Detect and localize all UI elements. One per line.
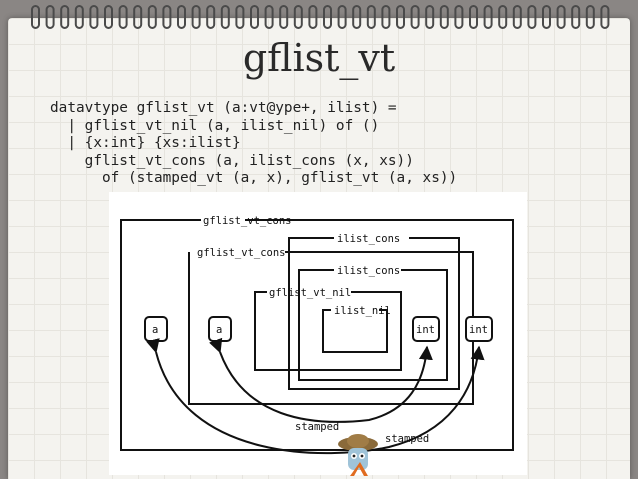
- binding-ring: [382, 6, 389, 28]
- binding-ring: [90, 6, 97, 28]
- label-int-1: int: [416, 324, 435, 336]
- code-line-1: datavtype gflist_vt (a:vt@ype+, ilist) =: [50, 100, 457, 118]
- binding-ring: [61, 6, 68, 28]
- binding-ring: [339, 6, 346, 28]
- binding-ring: [193, 6, 200, 28]
- label-outer-cons: gflist_vt_cons: [203, 215, 292, 227]
- binding-ring: [134, 6, 141, 28]
- outer-cons-box: [121, 220, 513, 450]
- binding-ring: [222, 6, 229, 28]
- label-elem-a-1: a: [152, 324, 158, 336]
- spiral-binding-icon: [28, 0, 618, 40]
- diagram-figure: gflist_vt_cons ilist_cons gflist_vt_cons…: [109, 192, 527, 475]
- binding-ring: [441, 6, 448, 28]
- label-int-2: int: [469, 324, 488, 336]
- binding-ring: [470, 6, 477, 28]
- binding-ring: [207, 6, 214, 28]
- binding-ring: [105, 6, 112, 28]
- binding-ring: [514, 6, 521, 28]
- binding-ring: [397, 6, 404, 28]
- binding-ring: [236, 6, 243, 28]
- binding-ring: [543, 6, 550, 28]
- code-line-3: | {x:int} {xs:ilist}: [50, 135, 457, 153]
- label-nil: gflist_vt_nil: [269, 287, 351, 299]
- binding-ring: [353, 6, 360, 28]
- nil-box: [255, 292, 401, 370]
- code-line-2: | gflist_vt_nil (a, ilist_nil) of (): [50, 118, 457, 136]
- binding-ring: [558, 6, 565, 28]
- binding-ring: [528, 6, 535, 28]
- code-block: datavtype gflist_vt (a:vt@ype+, ilist) =…: [50, 100, 457, 188]
- binding-ring: [455, 6, 462, 28]
- code-line-4: gflist_vt_cons (a, ilist_cons (x, xs)): [50, 153, 457, 171]
- binding-ring: [412, 6, 419, 28]
- binding-ring: [178, 6, 185, 28]
- binding-ring: [295, 6, 302, 28]
- label-ilist-cons-2: ilist_cons: [337, 265, 400, 277]
- binding-ring: [485, 6, 492, 28]
- binding-ring: [572, 6, 579, 28]
- binding-ring: [120, 6, 127, 28]
- binding-ring: [266, 6, 273, 28]
- binding-ring: [426, 6, 433, 28]
- binding-ring: [309, 6, 316, 28]
- binding-ring: [32, 6, 39, 28]
- stamped-arrow-2: [156, 347, 479, 453]
- label-inner-cons: gflist_vt_cons: [197, 247, 286, 259]
- binding-ring: [251, 6, 258, 28]
- label-elem-a-2: a: [216, 324, 222, 336]
- binding-ring: [76, 6, 83, 28]
- binding-ring: [587, 6, 594, 28]
- ats-mascot-icon: [335, 432, 381, 479]
- binding-ring: [499, 6, 506, 28]
- label-stamped-1: stamped: [295, 421, 339, 433]
- binding-ring: [324, 6, 331, 28]
- binding-ring: [368, 6, 375, 28]
- label-ilist-nil: ilist_nil: [334, 305, 391, 317]
- label-stamped-2: stamped: [385, 433, 429, 445]
- binding-ring: [601, 6, 608, 28]
- label-ilist-cons-1: ilist_cons: [337, 233, 400, 245]
- binding-ring: [47, 6, 54, 28]
- code-line-5: of (stamped_vt (a, x), gflist_vt (a, xs)…: [50, 170, 457, 188]
- slide-title: gflist_vt: [0, 36, 638, 80]
- binding-ring: [149, 6, 156, 28]
- binding-ring: [163, 6, 170, 28]
- binding-ring: [280, 6, 287, 28]
- stamped-arrow-1: [220, 347, 427, 422]
